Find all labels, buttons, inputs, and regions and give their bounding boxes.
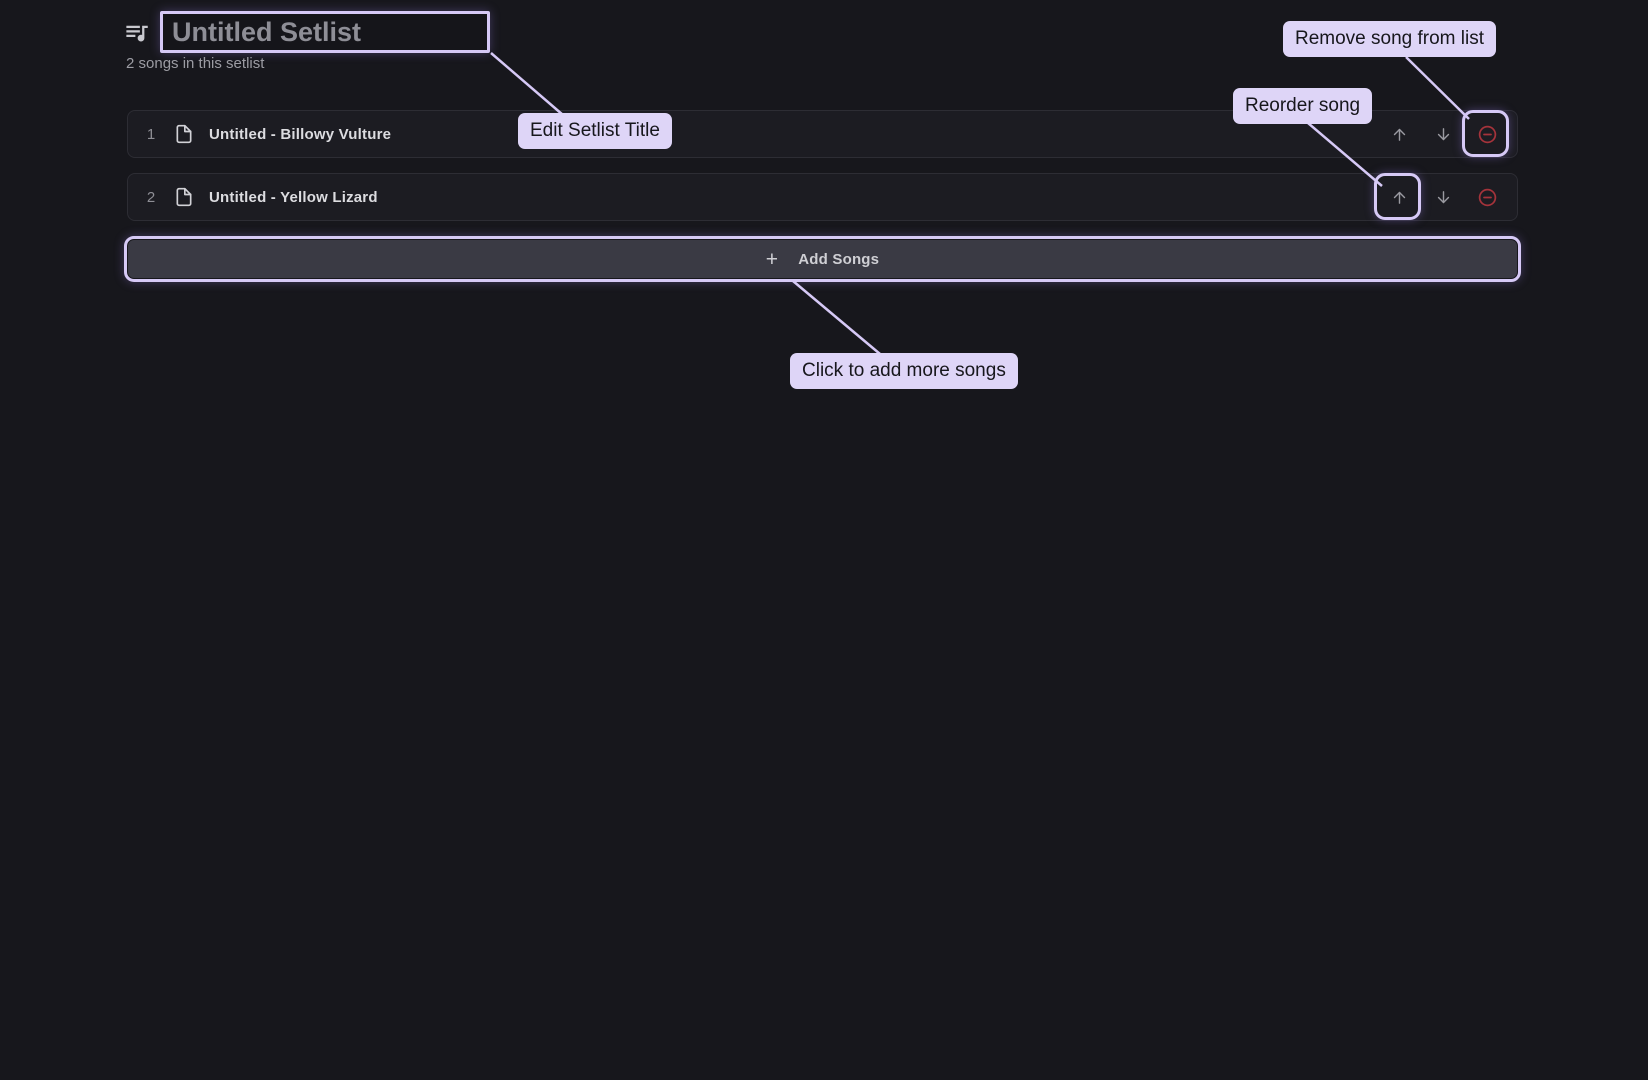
minus-circle-icon (1478, 188, 1496, 206)
remove-song-button[interactable] (1469, 116, 1505, 152)
file-icon (176, 124, 192, 144)
annotation-reorder-song: Reorder song (1233, 88, 1373, 124)
annotation-click-to-add-more-songs: Click to add more songs (790, 353, 1018, 389)
plus-icon: + (765, 247, 779, 271)
remove-song-button[interactable] (1469, 179, 1505, 215)
song-row: 2 Untitled - Yellow Lizard (127, 173, 1518, 221)
arrow-down-icon (1437, 190, 1449, 203)
annotation-remove-song: Remove song from list (1283, 21, 1497, 57)
arrow-up-icon (1393, 128, 1405, 141)
song-title: Untitled - Billowy Vulture (209, 125, 392, 143)
add-songs-highlight: + Add Songs (124, 236, 1521, 282)
add-songs-label: Add Songs (798, 250, 880, 268)
move-song-down-button[interactable] (1425, 116, 1461, 152)
move-song-up-button[interactable] (1381, 116, 1417, 152)
move-song-up-button[interactable] (1381, 179, 1417, 215)
song-number: 2 (146, 188, 156, 206)
annotation-edit-setlist-title: Edit Setlist Title (518, 113, 672, 149)
setlist-song-count: 2 songs in this setlist (126, 55, 265, 72)
setlist-title-input[interactable] (160, 11, 490, 53)
minus-circle-icon (1478, 125, 1496, 143)
annotation-line-edit-title (490, 52, 564, 116)
annotation-line-add-more (792, 280, 881, 355)
add-songs-button[interactable]: + Add Songs (128, 240, 1517, 278)
file-icon (176, 187, 192, 207)
playlist-music-icon (126, 25, 148, 42)
song-title: Untitled - Yellow Lizard (209, 188, 378, 206)
arrow-down-icon (1437, 127, 1449, 140)
move-song-down-button[interactable] (1425, 179, 1461, 215)
song-number: 1 (146, 125, 156, 143)
arrow-up-icon (1393, 191, 1405, 204)
